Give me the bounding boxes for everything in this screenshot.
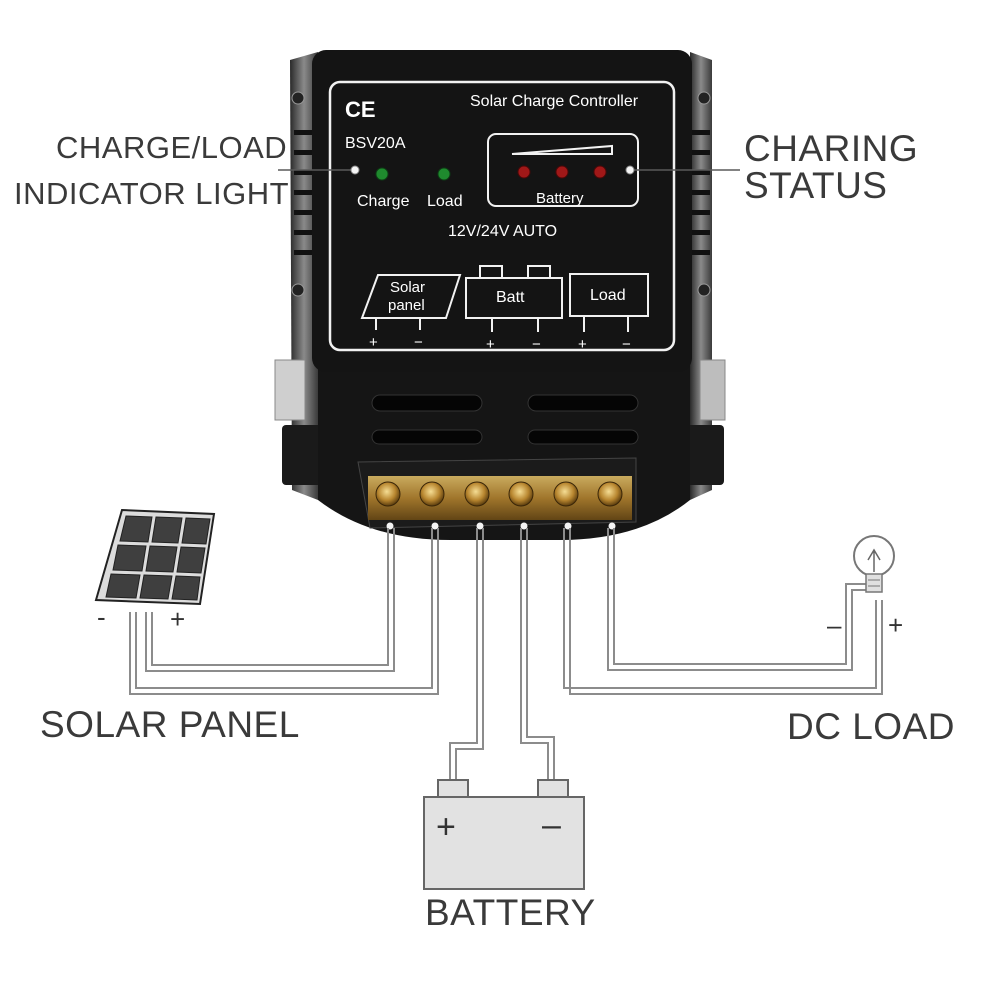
label-solar-panel: SOLAR PANEL <box>40 704 300 745</box>
right-foot <box>686 425 724 485</box>
front-vent <box>527 429 639 445</box>
term-batt: Batt <box>496 289 525 306</box>
device-panel-border <box>328 80 676 352</box>
battery-minus-mark: – <box>542 806 561 844</box>
front-vent <box>371 429 483 445</box>
battery-led-red <box>517 165 531 179</box>
battery-graphic <box>423 779 585 890</box>
battery-plus-mark: + <box>436 808 456 846</box>
side-screw <box>291 283 305 297</box>
led-charge-green <box>375 167 389 181</box>
side-screw <box>697 91 711 105</box>
front-vent <box>371 394 483 412</box>
mark-plus: + <box>486 336 495 353</box>
callout-dot <box>625 165 635 175</box>
term-solar-line1: Solar <box>390 279 425 296</box>
right-bracket <box>699 359 726 421</box>
label-dc-load: DC LOAD <box>787 706 955 747</box>
callout-status-line2: STATUS <box>744 165 888 206</box>
ce-mark: CE <box>345 97 376 122</box>
solar-minus-mark: - <box>97 602 106 632</box>
term-solar-line2: panel <box>388 297 425 314</box>
terminal-screw <box>464 481 490 507</box>
terminal-screws <box>375 481 623 507</box>
solar-panel-symbol <box>360 274 462 319</box>
left-foot <box>282 425 322 485</box>
load-plus-mark: + <box>888 610 903 640</box>
left-bracket <box>274 359 306 421</box>
callout-dot <box>350 165 360 175</box>
side-screw <box>697 283 711 297</box>
mark-minus: − <box>532 336 541 353</box>
battery-led-red <box>555 165 569 179</box>
terminal-screw <box>553 481 579 507</box>
mark-minus: − <box>622 336 631 353</box>
battery-leds-label: Battery <box>536 190 584 207</box>
label-battery: BATTERY <box>425 892 596 933</box>
solar-panel-graphic <box>94 508 216 606</box>
callout-indicator-line2: INDICATOR LIGHT <box>14 176 290 211</box>
callout-indicator-line1: CHARGE/LOAD <box>56 130 288 165</box>
charge-controller: CE Solar Charge Controller BSV20A Charge… <box>274 50 726 540</box>
wires <box>129 528 883 785</box>
load-symbol <box>569 273 649 317</box>
callout-status-line1: CHARING <box>744 128 919 169</box>
led-load-label: Load <box>427 193 463 210</box>
battery-level-wedge <box>511 144 613 155</box>
voltage-label: 12V/24V AUTO <box>448 223 557 240</box>
term-load: Load <box>590 287 626 304</box>
device-title: Solar Charge Controller <box>470 93 639 110</box>
mark-plus: + <box>578 336 587 353</box>
bulb-icon <box>853 535 895 593</box>
solar-plus-mark: + <box>170 604 185 634</box>
device-front-panel <box>312 50 692 372</box>
led-charge-label: Charge <box>357 193 410 210</box>
load-minus-mark: – <box>827 610 842 640</box>
terminal-screw <box>375 481 401 507</box>
mark-plus: + <box>369 334 378 351</box>
led-load-green <box>437 167 451 181</box>
front-vent <box>527 394 639 412</box>
terminal-screw <box>508 481 534 507</box>
batt-symbol <box>465 277 563 319</box>
battery-led-red <box>593 165 607 179</box>
terminal-screw <box>419 481 445 507</box>
mark-minus: − <box>414 334 423 351</box>
side-screw <box>291 91 305 105</box>
device-model: BSV20A <box>345 135 406 152</box>
terminal-screw <box>597 481 623 507</box>
